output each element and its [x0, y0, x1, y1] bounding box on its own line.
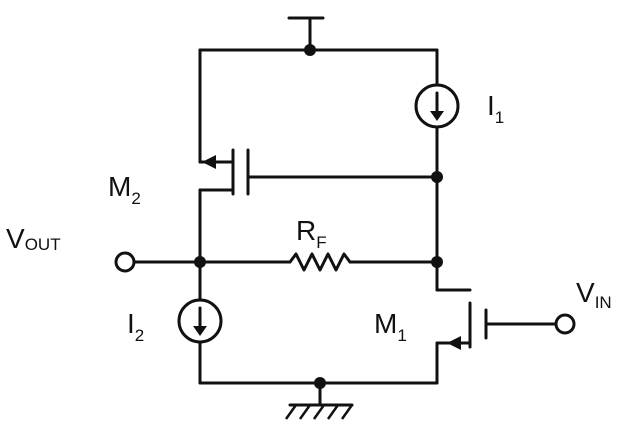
label-i2: I2	[127, 308, 144, 345]
node-rf-right	[431, 256, 443, 268]
node-m2-gate	[431, 171, 443, 183]
rf-resistor	[288, 252, 352, 272]
i1-current-source	[414, 83, 460, 129]
label-rf: RF	[296, 215, 327, 252]
vout-terminal	[114, 251, 136, 273]
m2-transistor	[198, 148, 250, 264]
label-m2: M2	[108, 171, 141, 208]
m1-transistor	[435, 288, 488, 385]
label-vin: VIN	[576, 277, 612, 312]
node-vout	[194, 256, 206, 268]
node-ground	[314, 377, 326, 389]
vdd-symbol	[287, 16, 325, 52]
label-i1: I1	[487, 90, 504, 127]
label-vout: VOUT	[6, 223, 61, 254]
node-vdd	[304, 44, 316, 56]
i2-current-source	[177, 298, 223, 344]
vin-terminal	[554, 313, 576, 335]
label-m1: M1	[374, 308, 407, 345]
